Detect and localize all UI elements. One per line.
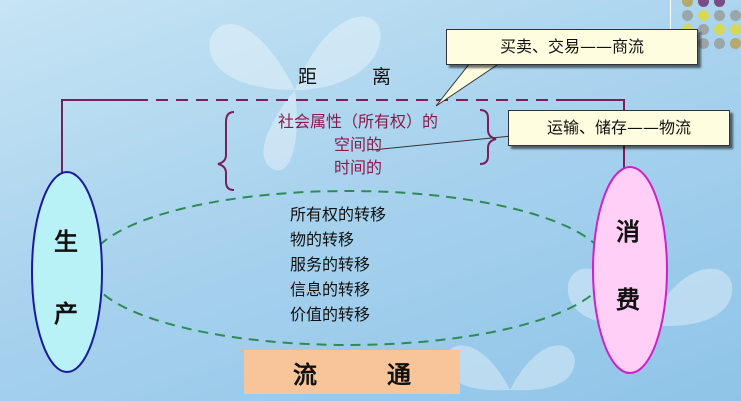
production-label-char-1: 生 [54, 228, 78, 256]
consumption-label-char-2: 费 [616, 286, 640, 314]
callout-log-pointer [371, 135, 513, 151]
transfer-item: 信息的转移 [290, 280, 371, 299]
attribute-temporal: 时间的 [333, 158, 382, 177]
attribute-social: 社会属性（所有权）的 [277, 112, 438, 131]
transfer-list: 所有权的转移 物的转移 服务的转移 信息的转移 价值的转移 [290, 202, 450, 327]
distance-connector-right [560, 99, 625, 172]
transfer-item: 服务的转移 [290, 255, 371, 274]
production-ellipse [31, 171, 103, 373]
consumption-label-char-1: 消 [616, 218, 640, 246]
attribute-list: 社会属性（所有权）的 空间的 时间的 [238, 110, 478, 179]
distance-connector-left [61, 99, 136, 178]
decorative-dots [678, 0, 741, 62]
circulation-box: 流通 [244, 350, 460, 394]
circulation-label: 流通 [293, 360, 481, 389]
callout-trade: 买卖、交易——商流 [446, 29, 698, 65]
callout-logistics: 运输、储存——物流 [508, 110, 730, 146]
butterfly-decoration-icon [209, 16, 381, 171]
transfer-item: 所有权的转移 [290, 205, 387, 224]
consumption-ellipse [592, 166, 668, 374]
distance-label: 距离 [298, 66, 447, 88]
attr-bracket-left [217, 111, 235, 191]
attribute-spatial: 空间的 [333, 135, 382, 154]
attr-bracket-right [479, 109, 497, 165]
transfer-item: 价值的转移 [290, 305, 371, 324]
butterfly-decoration-icon [445, 345, 575, 391]
transfer-item: 物的转移 [290, 230, 355, 249]
production-label-char-2: 产 [54, 300, 78, 328]
